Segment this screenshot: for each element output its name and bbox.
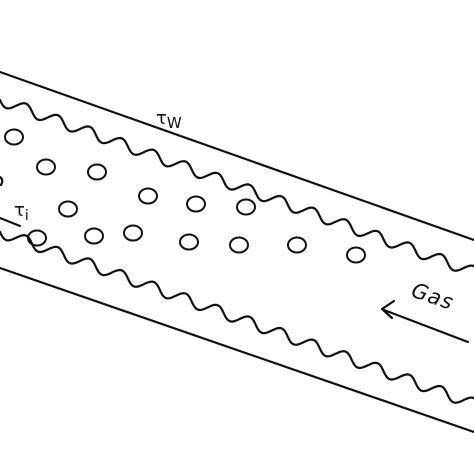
droplet [236, 198, 256, 216]
droplet [186, 195, 206, 213]
gas-flow-label: Gas [408, 278, 457, 315]
droplet [36, 158, 56, 176]
interfacial-shear-subscript: i [25, 208, 29, 224]
wall-shear-symbol: τ [156, 108, 167, 129]
droplet [84, 227, 104, 245]
interfacial-shear-symbol: τ [14, 200, 25, 221]
interfacial-shear-leader [0, 216, 22, 228]
droplet [58, 200, 78, 218]
pipe-bottom-wall [0, 266, 474, 434]
wall-shear-label: τW [156, 108, 182, 132]
interfacial-shear-label: τi [14, 200, 29, 224]
droplet-group [4, 128, 366, 264]
droplet [123, 224, 143, 242]
droplet [287, 236, 307, 254]
upper-liquid-film-interface [0, 98, 474, 272]
droplet [138, 187, 158, 205]
lower-liquid-film-interface [0, 230, 474, 404]
droplet [87, 163, 107, 181]
droplet [27, 229, 47, 247]
pipe-top-wall [0, 70, 474, 242]
droplet [179, 233, 199, 251]
droplet [229, 236, 249, 254]
arrow-left-icon [380, 299, 470, 344]
left-edge-mark [0, 175, 4, 187]
droplet [4, 128, 24, 146]
wall-shear-subscript: W [167, 114, 182, 132]
droplet [346, 246, 366, 264]
